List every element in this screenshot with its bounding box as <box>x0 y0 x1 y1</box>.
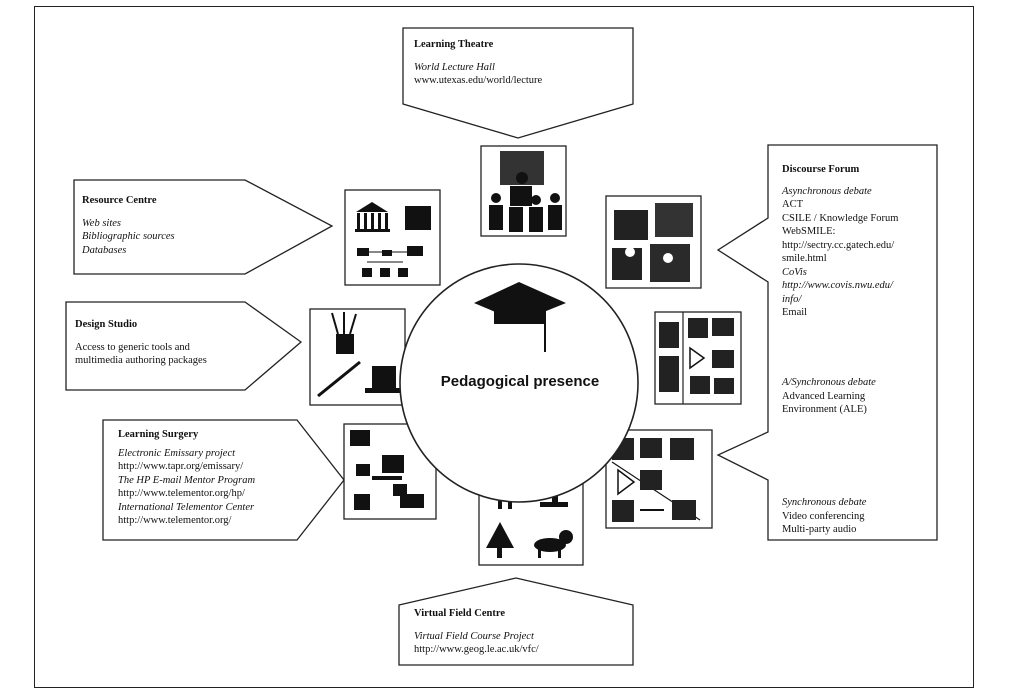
resources-image-tile <box>344 189 441 286</box>
tools-image-tile <box>309 308 406 406</box>
discourse-forum-line: CoVis <box>782 266 807 278</box>
design-studio-title: Design Studio <box>75 319 138 330</box>
discourse-forum-line: smile.html <box>782 253 827 264</box>
design-studio-text: Design Studio Access to generic tools an… <box>75 318 207 368</box>
learning-theatre-text: Learning Theatre World Lecture Hall www.… <box>414 38 542 88</box>
discourse-forum-line: CSILE / Knowledge Forum <box>782 212 899 224</box>
learning-theatre-title: Learning Theatre <box>414 39 494 50</box>
debate-image-tile-2 <box>654 311 742 405</box>
resource-centre-title: Resource Centre <box>82 195 157 206</box>
learning-surgery-title: Learning Surgery <box>118 429 199 440</box>
virtual-field-centre-text: Virtual Field Centre Virtual Field Cours… <box>414 607 539 657</box>
discourse-forum-title: Discourse Forum <box>782 164 860 175</box>
resource-centre-text: Resource Centre Web sites Bibliographic … <box>82 194 175 257</box>
lecture-image-tile <box>480 145 567 237</box>
discourse-forum-text-3: Synchronous debate Video conferencing Mu… <box>782 496 866 537</box>
central-circle <box>399 263 639 503</box>
design-studio-line: multimedia authoring packages <box>75 355 207 366</box>
discourse-forum-callout <box>716 144 938 541</box>
discourse-forum-line: Video conferencing <box>782 510 865 522</box>
resource-centre-callout <box>73 179 334 275</box>
learning-surgery-callout <box>102 419 345 541</box>
discourse-forum-line: http://sectry.cc.gatech.edu/ <box>782 239 895 251</box>
learning-surgery-text: Learning Surgery Electronic Emissary pro… <box>118 428 255 528</box>
discourse-forum-line: info/ <box>782 293 802 305</box>
discourse-forum-line: Email <box>782 307 808 318</box>
discourse-forum-text: Discourse Forum Asynchronous debate ACT … <box>782 163 898 320</box>
discourse-forum-line: Synchronous debate <box>782 497 867 508</box>
resource-centre-line: Databases <box>82 244 127 256</box>
discourse-forum-line: Advanced Learning <box>782 390 866 402</box>
learning-theatre-callout <box>402 27 634 139</box>
discourse-forum-line: Asynchronous debate <box>782 185 872 197</box>
center-label: Pedagogical presence <box>440 373 600 390</box>
learning-surgery-line: International Telementor Center <box>118 501 255 513</box>
debate-image-tile-1 <box>605 195 702 289</box>
resource-centre-line: Web sites <box>82 217 121 229</box>
learning-surgery-line: http://www.tapr.org/emissary/ <box>118 461 244 472</box>
learning-surgery-line: http://www.telementor.org/hp/ <box>118 488 245 499</box>
discourse-forum-line: Multi-party audio <box>782 524 857 535</box>
graduation-cap-icon <box>474 282 566 352</box>
discourse-forum-line: http://www.covis.nwu.edu/ <box>782 280 893 291</box>
learning-theatre-line: www.utexas.edu/world/lecture <box>414 75 543 86</box>
discourse-forum-text-2: A/Synchronous debate Advanced Learning E… <box>782 376 876 417</box>
learning-theatre-line: World Lecture Hall <box>414 61 495 73</box>
virtual-field-centre-callout <box>398 577 634 666</box>
virtual-field-centre-line: http://www.geog.le.ac.uk/vfc/ <box>414 644 539 655</box>
diagram-frame <box>34 6 974 688</box>
virtual-field-centre-title: Virtual Field Centre <box>414 608 505 619</box>
learning-surgery-line: The HP E-mail Mentor Program <box>118 474 256 486</box>
design-studio-callout <box>65 301 303 391</box>
learning-surgery-line: http://www.telementor.org/ <box>118 515 232 526</box>
design-studio-line: Access to generic tools and <box>75 341 190 353</box>
discourse-forum-line: ACT <box>782 199 803 210</box>
learning-surgery-line: Electronic Emissary project <box>118 447 236 459</box>
discourse-forum-line: A/Synchronous debate <box>782 377 876 388</box>
virtual-field-centre-line: Virtual Field Course Project <box>414 630 534 642</box>
debate-image-tile-3 <box>605 429 713 529</box>
resource-centre-line: Bibliographic sources <box>82 231 175 242</box>
discourse-forum-line: Environment (ALE) <box>782 404 867 415</box>
discourse-forum-line: WebSMILE: <box>782 226 836 237</box>
